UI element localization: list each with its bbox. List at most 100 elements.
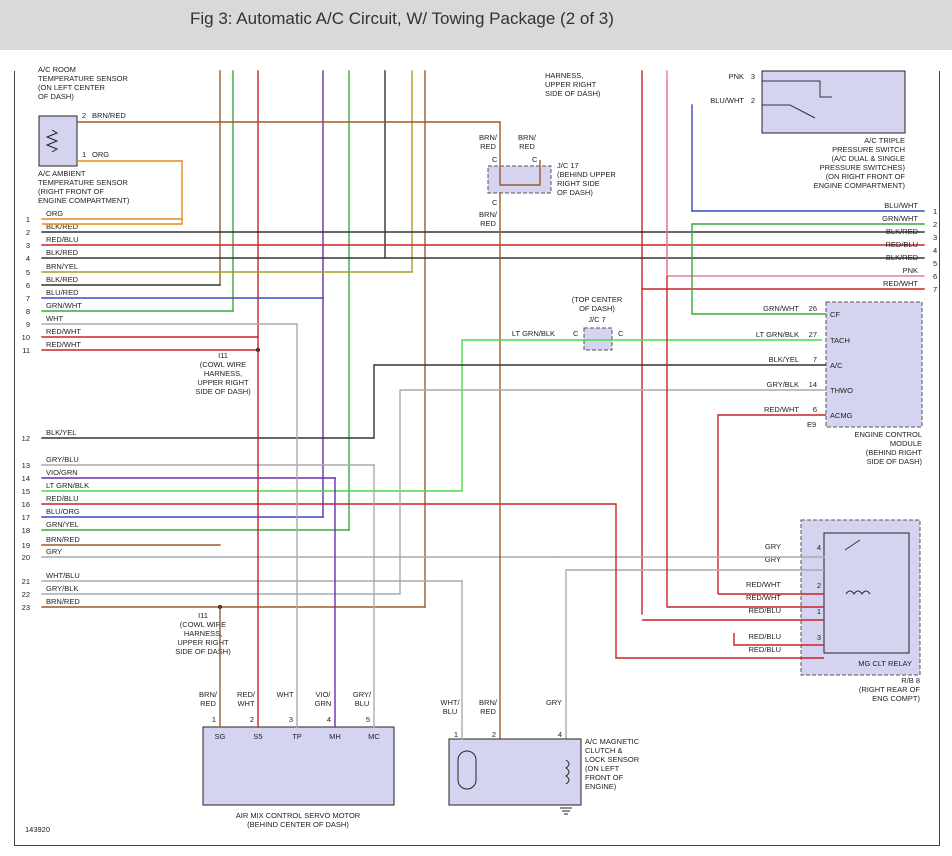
wire-color-label: BLK/RED — [46, 275, 79, 284]
figure-header: Fig 3: Automatic A/C Circuit, W/ Towing … — [0, 0, 952, 50]
clutch-label: ENGINE) — [585, 782, 617, 791]
wire-color-label: BLU — [443, 707, 458, 716]
i11-lower-label: I11 — [198, 611, 208, 620]
wire-number: 3 — [26, 241, 30, 250]
wire-color-label: BLK/RED — [886, 253, 919, 262]
wire-color-label: ORG — [46, 209, 63, 218]
diagram-frame — [14, 71, 940, 846]
wire-color-label: RED/BLU — [748, 632, 781, 641]
wire-color-label: BLU/WHT — [884, 201, 918, 210]
pin-number: 3 — [817, 633, 821, 642]
pin-number: 4 — [817, 543, 821, 552]
relay-wire — [565, 569, 824, 740]
pin-number: 14 — [809, 380, 817, 389]
ambient-sensor-label: TEMPERATURE SENSOR — [38, 178, 128, 187]
i11-upper-label: HARNESS, — [204, 369, 242, 378]
wire-number: 17 — [22, 513, 30, 522]
rb8-label: ENG COMPT) — [872, 694, 920, 703]
wire-color-label: BRN/RED — [46, 597, 80, 606]
jc17-label: (BEHIND UPPER — [557, 170, 616, 179]
coil-icon — [845, 590, 871, 595]
wire-color-label: VIO/GRN — [46, 468, 78, 477]
wire-number: 11 — [22, 346, 30, 355]
i11-upper-label: SIDE OF DASH) — [195, 387, 251, 396]
connector-label: C — [618, 329, 624, 338]
ecm-terminal-label: TACH — [830, 336, 850, 345]
harness-label: SIDE OF DASH) — [545, 89, 601, 98]
wire-number: 7 — [933, 285, 937, 294]
wire-color-label: BLK/YEL — [46, 428, 76, 437]
connector-label: C — [573, 329, 579, 338]
wire-color-label: RED — [480, 142, 496, 151]
rb8-label: R/B 8 — [901, 676, 920, 685]
wire-number: 22 — [22, 590, 30, 599]
servo-label: AIR MIX CONTROL SERVO MOTOR — [236, 811, 361, 820]
wire-color-label: RED/BLU — [748, 606, 781, 615]
wire-number: 20 — [22, 553, 30, 562]
mg-relay-box — [800, 519, 921, 676]
wire-color-label: BLK/YEL — [769, 355, 799, 364]
wire-number: 14 — [22, 474, 30, 483]
wire-color-label: ORG — [92, 150, 109, 159]
connector-label: C — [532, 155, 538, 164]
pin-number: 3 — [289, 715, 293, 724]
servo-label: (BEHIND CENTER OF DASH) — [247, 820, 349, 829]
wire-color-label: BLU/WHT — [710, 96, 744, 105]
wire-number: 10 — [22, 333, 30, 342]
jc7-box — [583, 327, 613, 351]
wire-color-label: GRN/WHT — [882, 214, 918, 223]
wire-color-label: BLK/RED — [46, 248, 79, 257]
wire-color-label: PNK — [903, 266, 918, 275]
wire-color-label: RED/BLU — [46, 494, 79, 503]
i11-lower-label: HARNESS, — [184, 629, 222, 638]
wire-color-label: RED/WHT — [746, 593, 781, 602]
wire-color-label: BRN/RED — [92, 111, 126, 120]
triple-switch-label: (A/C DUAL & SINGLE — [832, 154, 906, 163]
ecm-wire — [399, 389, 826, 594]
wire-number: 8 — [26, 307, 30, 316]
i11-upper-label: (COWL WIRE — [200, 360, 246, 369]
connector-label: E9 — [807, 420, 816, 429]
switch-icon — [762, 104, 816, 119]
triple-switch-label: PRESSURE SWITCH — [832, 145, 905, 154]
wire-color-label: WHT/BLU — [46, 571, 80, 580]
wire-number: 21 — [22, 577, 30, 586]
triple-switch-label: PRESSURE SWITCHES) — [820, 163, 906, 172]
ambient-sensor-label: (RIGHT FRONT OF — [38, 187, 104, 196]
clutch-label: CLUTCH & — [585, 746, 623, 755]
wire-color-label: BRN/ — [199, 690, 218, 699]
relay-inner-box — [823, 532, 910, 654]
pin-number: 2 — [82, 111, 86, 120]
ecm-terminal-label: A/C — [830, 361, 843, 370]
wire-color-label: GRY/BLK — [46, 584, 78, 593]
wire-color-label: RED — [519, 142, 535, 151]
wire-color-label: GRN — [315, 699, 332, 708]
wire-color-label: LT GRN/BLK — [46, 481, 89, 490]
wire-number: 15 — [22, 487, 30, 496]
wire-color-label: GRY — [46, 547, 62, 556]
wire-number: 16 — [22, 500, 30, 509]
ground-icon — [560, 807, 572, 815]
servo-terminal-label: TP — [292, 732, 302, 741]
wire-number: 6 — [933, 272, 937, 281]
ecm-label: MODULE — [890, 439, 922, 448]
pin-number: 1 — [212, 715, 216, 724]
wire-color-label: BLK/RED — [886, 227, 919, 236]
ecm-terminal-label: CF — [830, 310, 840, 319]
room-sensor-label: OF DASH) — [38, 92, 74, 101]
wire-color-label: GRY — [546, 698, 562, 707]
wire-color-label: BRN/ — [479, 133, 498, 142]
coil-icon — [565, 759, 570, 785]
servo-terminal-label: S5 — [253, 732, 262, 741]
triple-switch-label: ENGINE COMPARTMENT) — [814, 181, 906, 190]
i11-lower-label: UPPER RIGHT — [177, 638, 229, 647]
tach-wire — [461, 339, 822, 491]
wire-color-label: GRY/ — [353, 690, 372, 699]
servo-motor-box — [202, 726, 395, 806]
wire-number: 3 — [933, 233, 937, 242]
wire-color-label: RED — [200, 699, 216, 708]
wire-color-label: BRN/ — [479, 698, 498, 707]
jc17-label: OF DASH) — [557, 188, 593, 197]
wire-color-label: GRY — [765, 542, 781, 551]
i11-upper-label: UPPER RIGHT — [197, 378, 249, 387]
